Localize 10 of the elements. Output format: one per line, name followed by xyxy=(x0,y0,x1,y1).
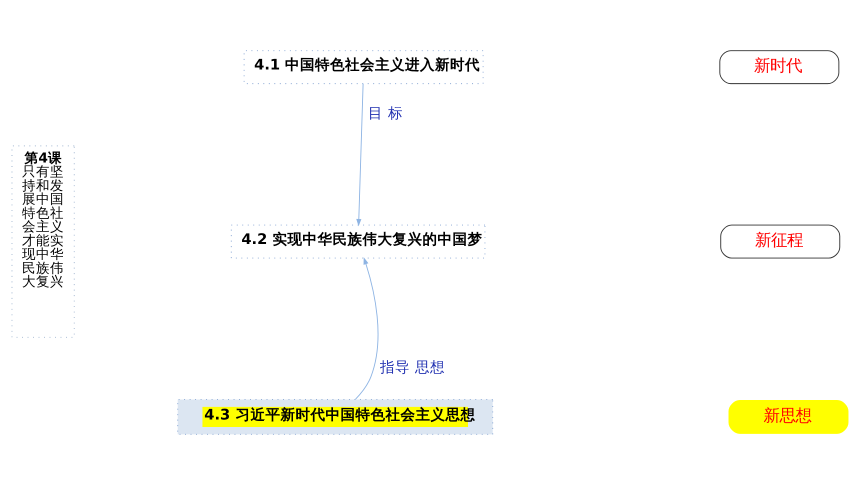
edge-label: 指导 思想 xyxy=(380,358,445,376)
node-box: 4.1 中国特色社会主义进入新时代 xyxy=(244,50,484,84)
edge-label: 目 标 xyxy=(368,104,403,122)
arrow xyxy=(356,82,364,226)
node-box: 新征程 xyxy=(720,224,840,258)
node-box: 4.2 实现中华民族伟大复兴的中国梦 xyxy=(230,224,486,258)
node-box: 新时代 xyxy=(719,50,840,84)
node-box: 新思想 xyxy=(728,400,848,434)
arrow xyxy=(355,256,378,400)
node-box: 第4课 只有坚持和发展中国特色社会主义才能实现中华民族伟大复兴 xyxy=(12,144,75,338)
